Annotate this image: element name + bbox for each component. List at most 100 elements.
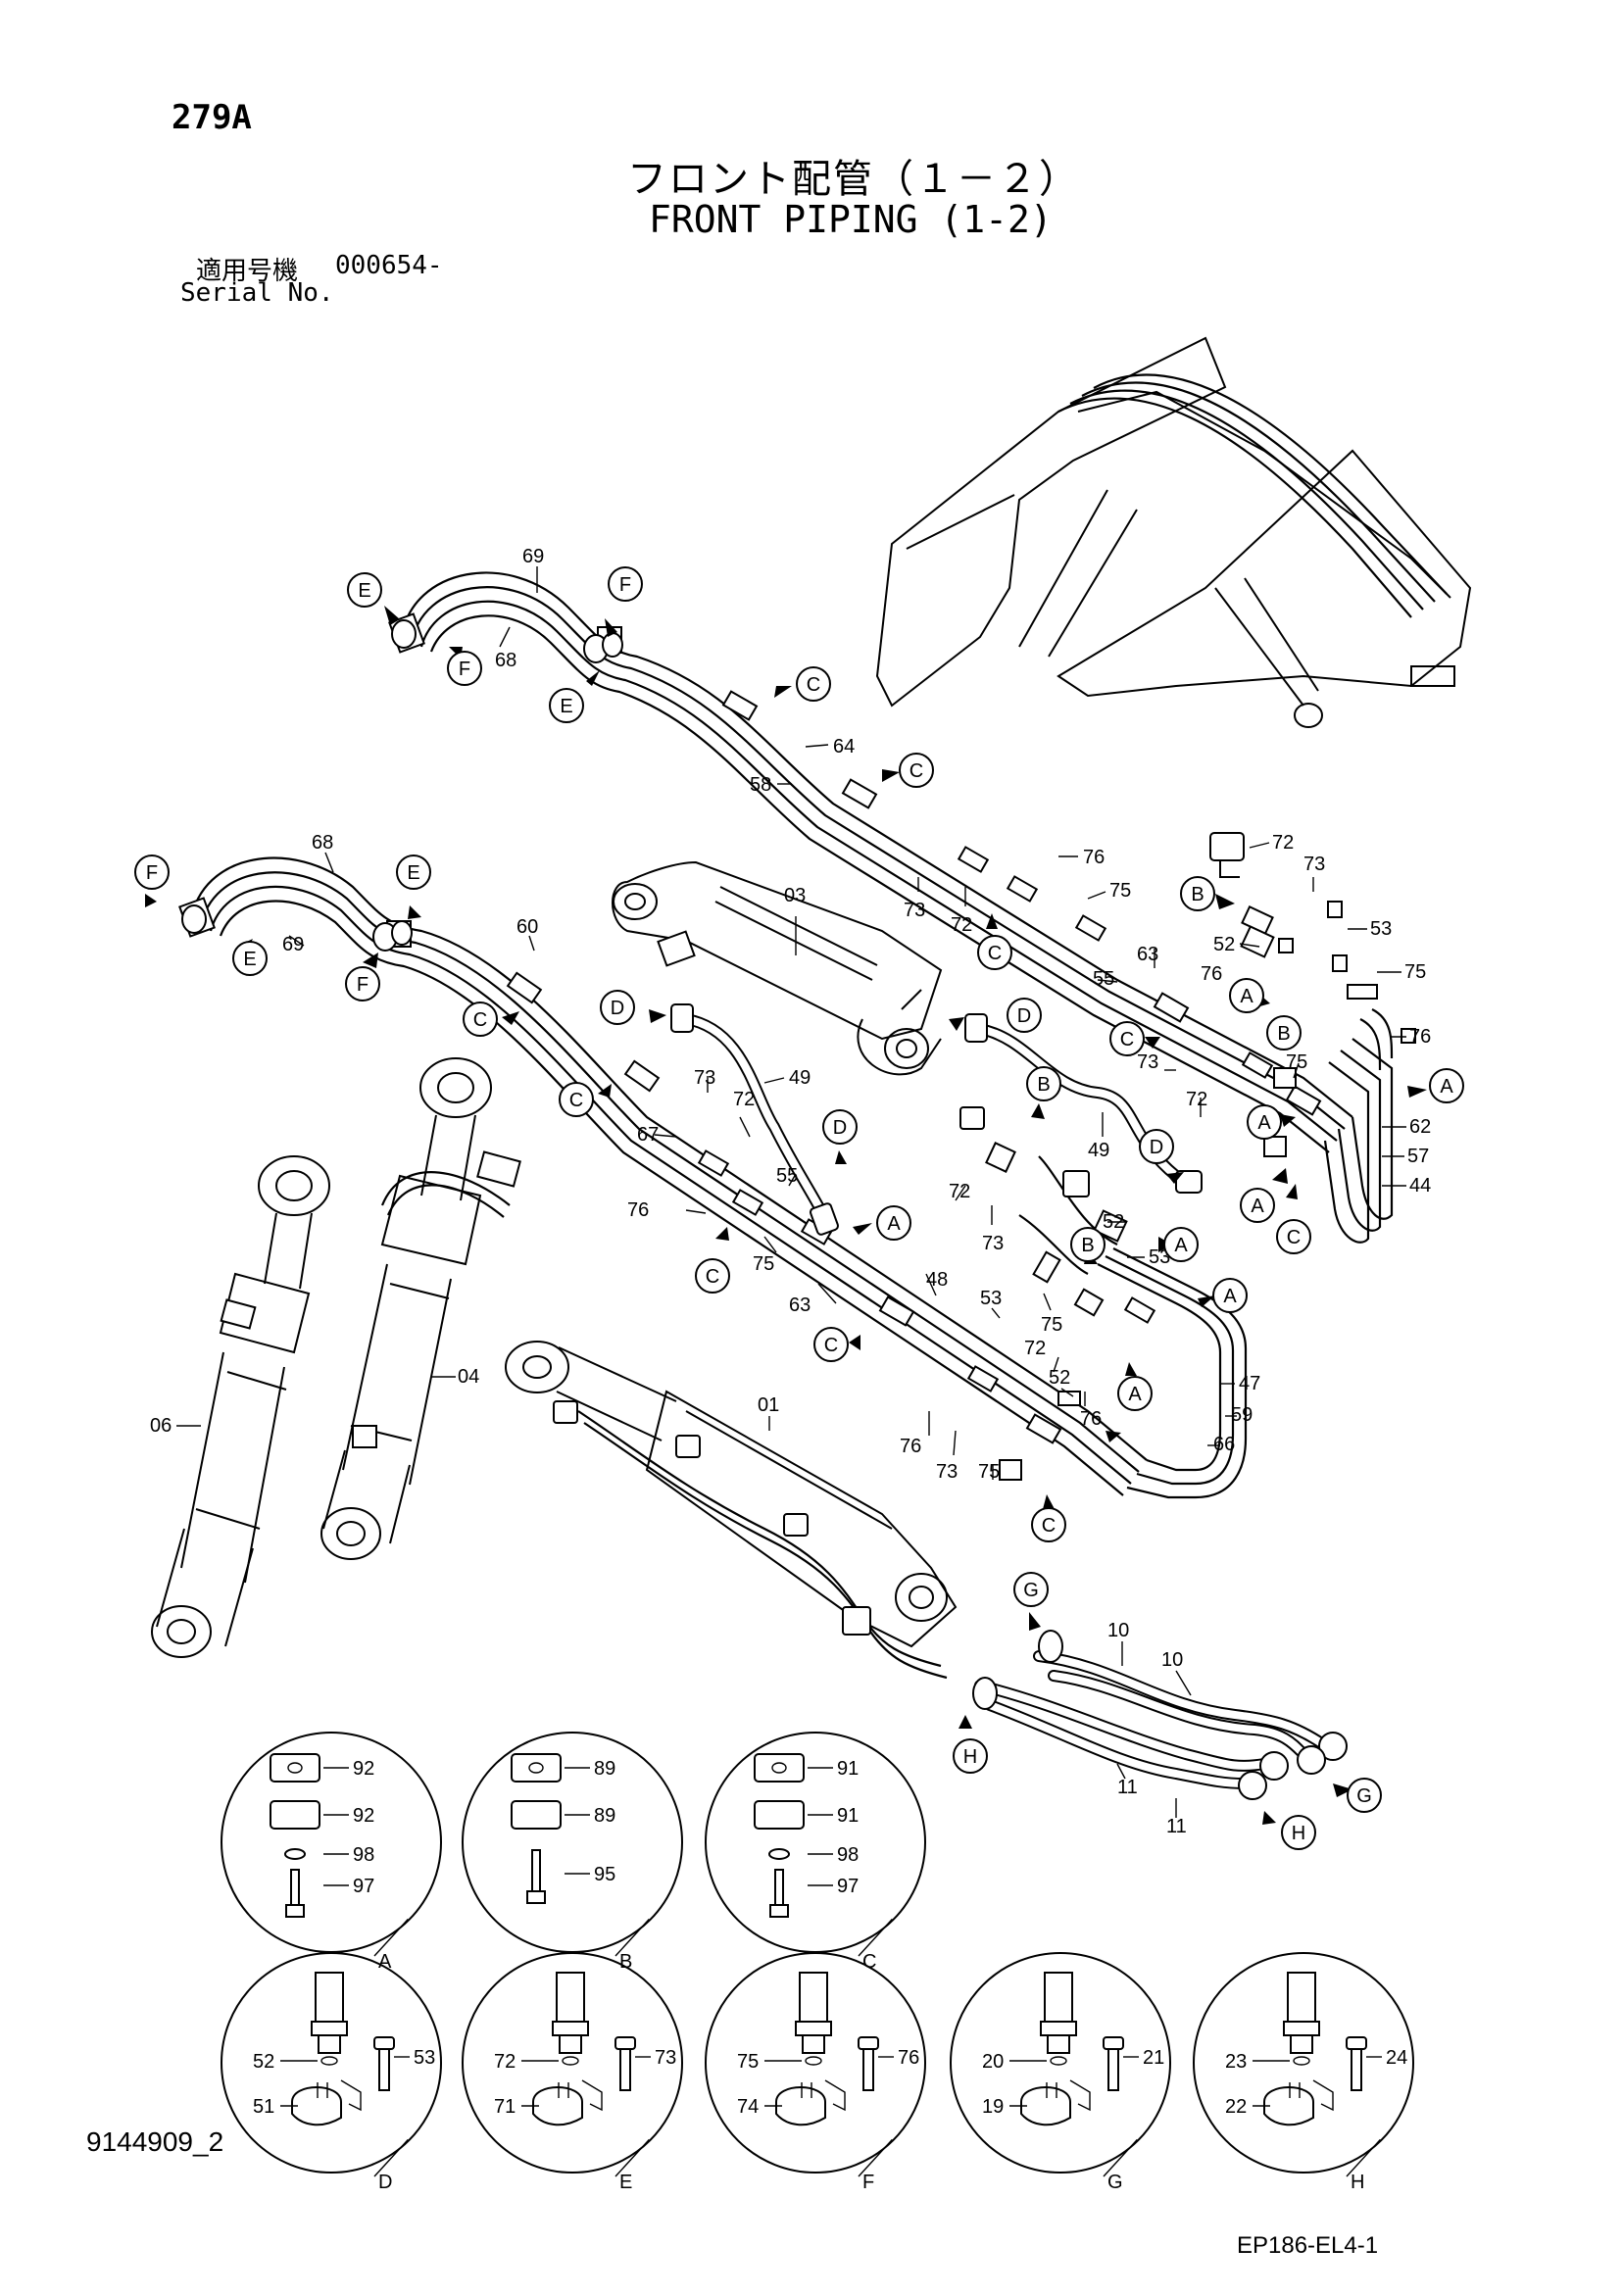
part-label: 10 [1161, 1649, 1183, 1671]
callout-letter: C [909, 760, 923, 782]
part-label: 68 [495, 650, 516, 671]
upper-pipe-assembly [388, 571, 1353, 1157]
detail-view-letter: E [619, 2172, 632, 2193]
callout-letter: C [988, 943, 1002, 964]
detail-view-letter: H [1351, 2172, 1364, 2193]
part-label: 49 [1088, 1140, 1109, 1161]
part-label: 75 [1109, 880, 1131, 902]
detail-part-label: 71 [494, 2096, 516, 2118]
serial-number-value: 000654- [335, 251, 443, 280]
callout-letter: C [1042, 1515, 1056, 1537]
part-label: 52 [1103, 1211, 1124, 1233]
detail-part-label: 97 [837, 1876, 859, 1897]
part-label: 01 [758, 1394, 779, 1416]
callout-letter: A [1223, 1286, 1237, 1307]
detail-part-label: 51 [253, 2096, 274, 2118]
part-label: 53 [980, 1288, 1002, 1309]
part-label: 72 [951, 914, 972, 936]
detail-part-label: 24 [1386, 2047, 1407, 2069]
callout-letter: G [1023, 1580, 1039, 1601]
part-label: 03 [784, 885, 806, 906]
callout-letter: C [824, 1335, 838, 1356]
part-label: 75 [978, 1461, 1000, 1483]
part-label: 63 [789, 1295, 811, 1316]
part-label: 76 [900, 1436, 921, 1457]
part-label: 72 [733, 1089, 755, 1110]
callout-letter: A [887, 1213, 901, 1235]
part-label: 11 [1166, 1816, 1187, 1837]
callout-letter: E [560, 696, 572, 717]
detail-view-letter: C [862, 1951, 876, 1973]
callout-letter: F [357, 974, 369, 996]
part-label: 72 [1024, 1338, 1046, 1359]
callout-letter: A [1240, 986, 1253, 1007]
detail-part-label: 92 [353, 1805, 374, 1827]
part-label: 75 [1404, 961, 1426, 983]
part-label: 67 [637, 1124, 659, 1146]
callout-letter: A [1257, 1112, 1271, 1134]
callout-letter: F [459, 659, 470, 680]
detail-part-label: 98 [353, 1844, 374, 1866]
callout-letter: C [807, 674, 820, 696]
detail-part-label: 91 [837, 1805, 859, 1827]
callout-letter: D [1150, 1137, 1163, 1158]
callout-letter: D [1017, 1005, 1031, 1027]
detail-part-label: 53 [414, 2047, 435, 2069]
part-label: 53 [1370, 918, 1392, 940]
part-label: 63 [1137, 944, 1158, 965]
callout-letter: F [146, 862, 158, 884]
callout-letter: C [706, 1266, 719, 1288]
detail-part-label: 98 [837, 1844, 859, 1866]
detail-view-letter: D [378, 2172, 392, 2193]
callout-letter: C [1120, 1029, 1134, 1050]
upper-right-hardware [1209, 832, 1416, 1044]
detail-views: A92929897B898995C91919897D525153E727173F… [221, 1732, 1414, 2193]
part-label: 52 [1049, 1367, 1070, 1389]
part-label: 52 [1213, 934, 1235, 955]
detail-part-label: 20 [982, 2051, 1004, 2073]
part-label: 57 [1407, 1146, 1429, 1167]
detail-part-label: 73 [655, 2047, 676, 2069]
callout-letter: A [1174, 1235, 1188, 1256]
part-label: 66 [1213, 1434, 1235, 1455]
part-label: 58 [750, 774, 771, 796]
callout-letter: H [963, 1746, 977, 1768]
drawing-number: 9144909_2 [86, 2126, 224, 2157]
part-label: 64 [833, 736, 855, 757]
cylinder-01 [505, 1341, 958, 1680]
part-label: 10 [1107, 1620, 1129, 1641]
part-label: 73 [982, 1233, 1004, 1254]
callout-letter: B [1277, 1023, 1290, 1045]
callout-letter: E [243, 949, 256, 970]
part-label: 76 [1409, 1026, 1431, 1048]
callout-letter: A [1251, 1196, 1264, 1217]
detail-callout-markers: E F F E C C C B A B A C A A C C D C F E … [134, 566, 1464, 1850]
detail-part-label: 75 [737, 2051, 759, 2073]
detail-view-letter: A [378, 1951, 392, 1973]
callout-letter: A [1440, 1076, 1453, 1098]
part-label: 59 [1231, 1404, 1253, 1426]
part-label: 73 [1303, 854, 1325, 875]
part-label: 62 [1409, 1116, 1431, 1138]
callout-letter: E [358, 580, 370, 602]
cylinder-03 [612, 860, 943, 1076]
callout-letter: F [619, 574, 631, 596]
title-japanese: フロント配管（１－２） [627, 157, 1080, 202]
detail-part-label: 89 [594, 1805, 615, 1827]
detail-part-label: 76 [898, 2047, 919, 2069]
part-label: 73 [936, 1461, 958, 1483]
part-label: 48 [926, 1269, 948, 1291]
part-label: 73 [904, 900, 925, 921]
callout-letter: G [1356, 1785, 1372, 1807]
callout-letter: D [833, 1117, 847, 1139]
detail-part-label: 19 [982, 2096, 1004, 2118]
part-label: 76 [1080, 1408, 1102, 1430]
part-label: 06 [150, 1415, 172, 1437]
detail-part-label: 92 [353, 1758, 374, 1780]
callout-letter: B [1037, 1074, 1050, 1096]
callout-letter: C [569, 1090, 583, 1111]
